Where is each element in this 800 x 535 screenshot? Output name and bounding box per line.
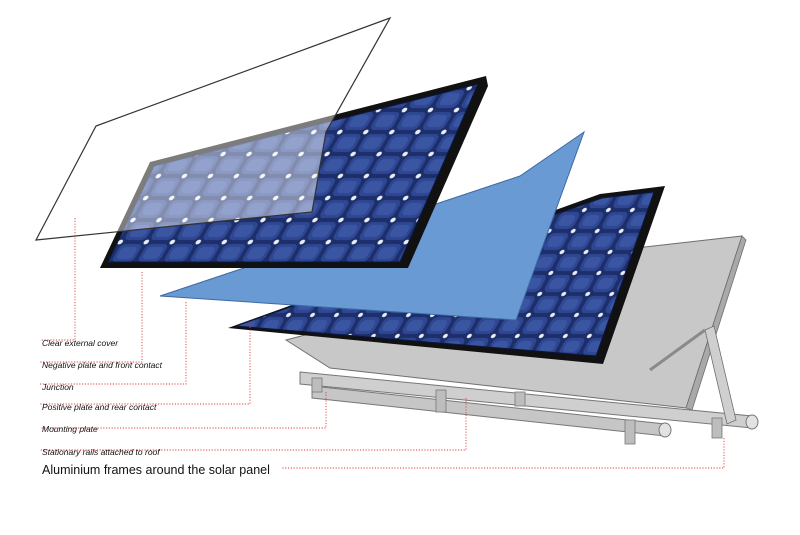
label-clear-cover: Clear external cover xyxy=(42,338,119,348)
label-negative-plate: Negative plate and front contact xyxy=(42,360,163,370)
leader-lines xyxy=(40,218,725,469)
label-positive-plate: Positive plate and rear contact xyxy=(42,402,157,412)
negative-plate-panel xyxy=(100,76,488,268)
label-mounting-plate: Mounting plate xyxy=(42,424,98,434)
label-frames: Aluminium frames around the solar panel xyxy=(42,463,270,477)
clear-external-cover xyxy=(34,16,392,241)
stationary-rails xyxy=(299,371,759,445)
label-junction: Junction xyxy=(41,382,74,392)
label-rails: Stationary rails attached to roof xyxy=(42,447,161,457)
